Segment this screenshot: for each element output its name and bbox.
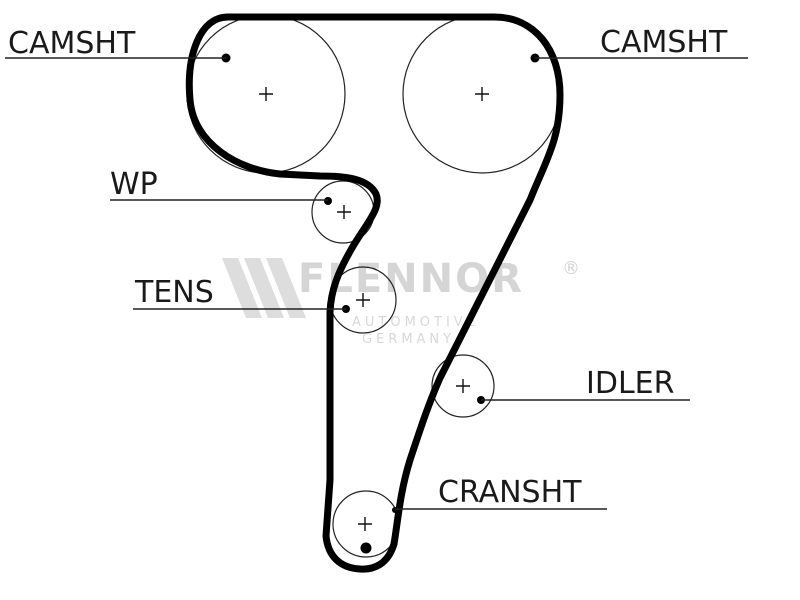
watermark-logo-stripe-2 xyxy=(244,258,284,318)
watermark-logo-stripe-3 xyxy=(266,258,306,318)
tensioner-label: TENS xyxy=(134,275,214,310)
idler-pulley xyxy=(431,354,495,418)
water-pump-centre xyxy=(337,205,351,219)
crankshaft-centre xyxy=(358,517,372,531)
watermark-line-2: GERMANY xyxy=(362,332,455,347)
water-pump-label: WP xyxy=(110,167,158,202)
watermark-logo-stripe-1 xyxy=(222,258,262,318)
crankshaft-leader-dot xyxy=(392,507,398,513)
camshaft-right-label: CAMSHT xyxy=(600,25,728,60)
pulley-centre-marks xyxy=(259,87,489,531)
camshaft-left-centre xyxy=(259,87,273,101)
idler-label: IDLER xyxy=(586,366,674,401)
watermark: FLENNOR ® AUTOMOTIVE GERMANY xyxy=(222,256,580,347)
camshaft-left-label: CAMSHT xyxy=(8,26,136,61)
tensioner-centre xyxy=(356,293,370,307)
camshaft-right-centre xyxy=(475,87,489,101)
water-pump-dot xyxy=(324,197,332,205)
watermark-registered-mark: ® xyxy=(562,258,580,279)
timing-belt xyxy=(185,13,564,573)
watermark-line-1: AUTOMOTIVE xyxy=(352,315,479,330)
idler-centre xyxy=(456,379,470,393)
crankshaft-label: CRANSHT xyxy=(438,475,582,510)
crankshaft-dot xyxy=(360,542,372,554)
